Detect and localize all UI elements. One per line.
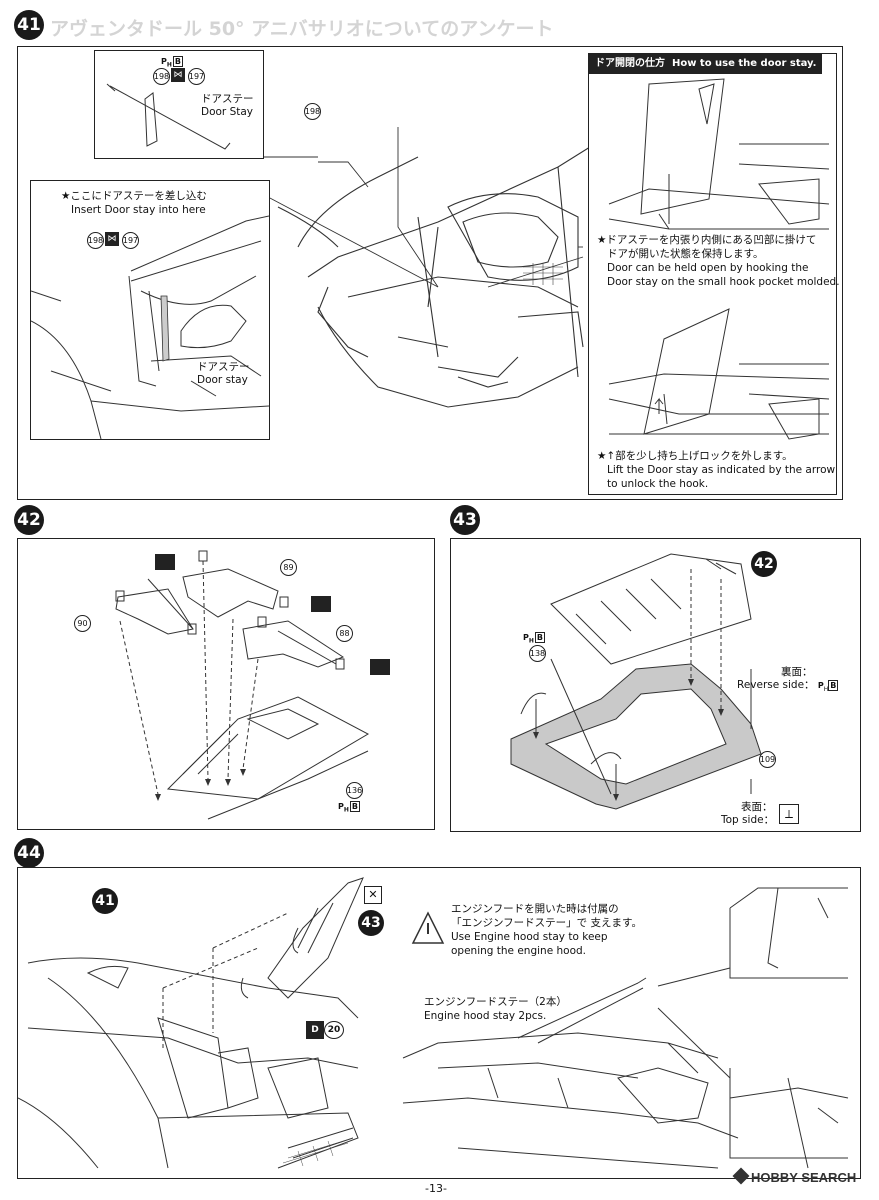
part-89-badge: 89 xyxy=(280,559,297,576)
hood-stay-jp: エンジンフードステー（2本） xyxy=(424,996,567,1008)
step-42-badge: 42 xyxy=(14,505,44,535)
watermark-logo: HOBBY SEARCH xyxy=(732,1167,856,1185)
part-197-badge: 197 xyxy=(188,68,205,85)
step-41-badge: 41 xyxy=(14,10,44,40)
top-side-icon: ⟂ xyxy=(779,804,799,824)
howto-note2-jp: ★↑部を少し持ち上げロックを外します。 xyxy=(597,450,793,462)
part-198-main: 198 xyxy=(304,103,321,120)
warning-jp-2: 「エンジンフードステー」で 支えます。 xyxy=(451,917,642,929)
part-ref-43: 43 xyxy=(358,910,384,936)
insert-door-stay-sketch xyxy=(31,215,269,439)
door-stay-sketch xyxy=(106,83,231,150)
part-138-badge: 138 xyxy=(529,645,546,662)
step-44-panel: 41 43 ✕ D 20 エンジンフードを開いた時は付属の 「エンジンフードステ… xyxy=(17,867,861,1179)
howto-note2-en-2: to unlock the hook. xyxy=(607,478,709,490)
insert-here-en: Insert Door stay into here xyxy=(71,204,206,216)
part-109-badge: 109 xyxy=(759,751,776,768)
door-stay-label-jp: ドアステー xyxy=(201,93,254,105)
how-to-header: ドア開閉の仕方 How to use the door stay. xyxy=(589,54,822,74)
reverse-side-jp: 裏面： xyxy=(781,666,813,678)
part-88-badge: 88 xyxy=(336,625,353,642)
howto-note1-en-2: Door stay on the small hook pocket molde… xyxy=(607,276,840,288)
warning-en-2: opening the engine hood. xyxy=(451,945,587,957)
part-90-badge: 90 xyxy=(74,615,91,632)
runner-d-letter: D xyxy=(306,1021,324,1039)
part-198-badge: 198 xyxy=(153,68,170,85)
step-42-illustration xyxy=(115,550,390,820)
watermark-icon xyxy=(732,1167,750,1185)
part-136-badge: 136 xyxy=(346,782,363,799)
door-stay-label2-jp: ドアステー xyxy=(197,361,250,373)
howto-note2-en-1: Lift the Door stay as indicated by the a… xyxy=(607,464,836,476)
insert-door-stay-inset: ★ここにドアステーを差し込む Insert Door stay into her… xyxy=(30,180,270,440)
step-43-badge: 43 xyxy=(450,505,480,535)
hood-stay-en: Engine hood stay 2pcs. xyxy=(424,1010,547,1022)
part-198-inset2: 198 xyxy=(87,232,104,249)
howto-note1-jp-2: ドアが開いた状態を保持します。 xyxy=(607,248,764,260)
step-41-illustration xyxy=(198,127,599,408)
runner-d-number: 20 xyxy=(324,1021,344,1039)
howto-note1-jp-1: ★ドアステーを内張り内側にある凹部に掛けて xyxy=(597,234,817,246)
top-side-jp: 表面： xyxy=(741,801,773,813)
cement-icon: ⋈ xyxy=(171,68,185,82)
top-side-en: Top side： xyxy=(721,814,775,826)
step-44-badge: 44 xyxy=(14,838,44,868)
how-to-use-box: ドア開閉の仕方 How to use the door stay. ★ドアステー… xyxy=(588,53,840,495)
door-stay-label-en: Door Stay xyxy=(201,106,254,118)
step-43-illustration xyxy=(510,553,762,810)
page-number: -13- xyxy=(425,1182,447,1195)
how-to-sketch xyxy=(608,78,830,440)
door-stay-label2-en: Door stay xyxy=(197,374,248,386)
cement-icon: ⋈ xyxy=(105,232,119,246)
part-ref-41: 41 xyxy=(92,888,118,914)
warning-jp-1: エンジンフードを開いた時は付属の xyxy=(451,903,619,915)
part-197-inset2: 197 xyxy=(122,232,139,249)
step-44-illustration xyxy=(18,877,849,1169)
insert-here-jp: ★ここにドアステーを差し込む xyxy=(61,190,207,202)
warning-en-1: Use Engine hood stay to keep xyxy=(451,931,608,943)
no-glue-icon: ✕ xyxy=(364,886,382,904)
part-ref-42: 42 xyxy=(751,551,777,577)
ghost-title: アヴェンタドール 50° アニバサリオについてのアンケート xyxy=(50,18,554,40)
howto-note1-en-1: Door can be held open by hooking the xyxy=(607,262,809,274)
